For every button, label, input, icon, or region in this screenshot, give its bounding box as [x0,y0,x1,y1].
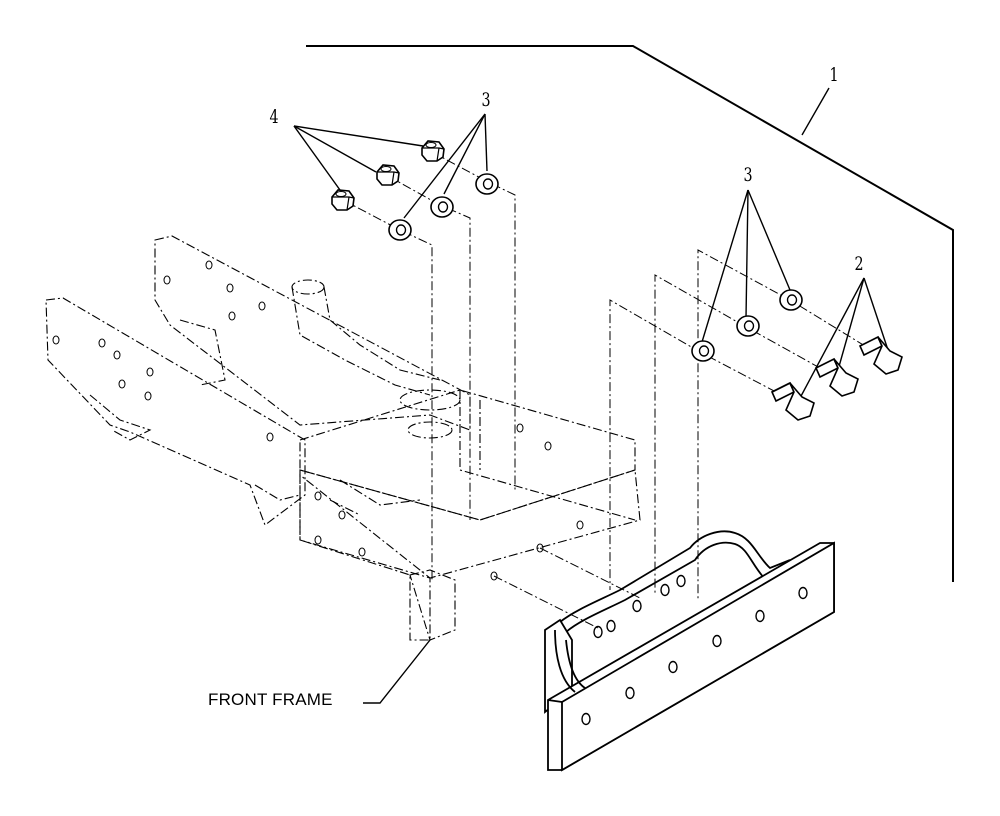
callout-2: 2 [854,253,864,275]
assembly-bracket-line [306,45,954,582]
callout-1-leader [801,87,830,136]
alignment-lines [342,151,866,629]
callout-4: 4 [269,106,279,128]
nut-icon [331,189,355,211]
frame-holes [52,260,584,581]
front-frame-label: FRONT FRAME [208,690,333,709]
callout-3-right-leaders [701,189,791,343]
washer-icon [736,315,760,337]
callout-1: 1 [829,64,839,86]
front-frame-phantom [45,235,641,641]
plate-holes [581,574,808,726]
front-frame-leader [363,639,431,704]
tow-plate [544,530,835,772]
callout-3-right: 3 [743,164,753,186]
washer-icon [779,289,803,311]
callout-4-leaders [293,125,424,191]
bolt-icon [858,335,903,375]
washer-icon [430,196,454,218]
callout-2-leaders [799,277,889,399]
callout-3-top-leaders [403,113,488,219]
bolt-icon [770,381,815,421]
bolt-icon [814,357,859,397]
nut-icon [421,140,445,162]
callout-3-top: 3 [481,89,491,111]
washer-icon [475,173,499,195]
washer-icon [388,219,412,241]
washer-icon [691,340,715,362]
nut-icon [376,164,400,186]
